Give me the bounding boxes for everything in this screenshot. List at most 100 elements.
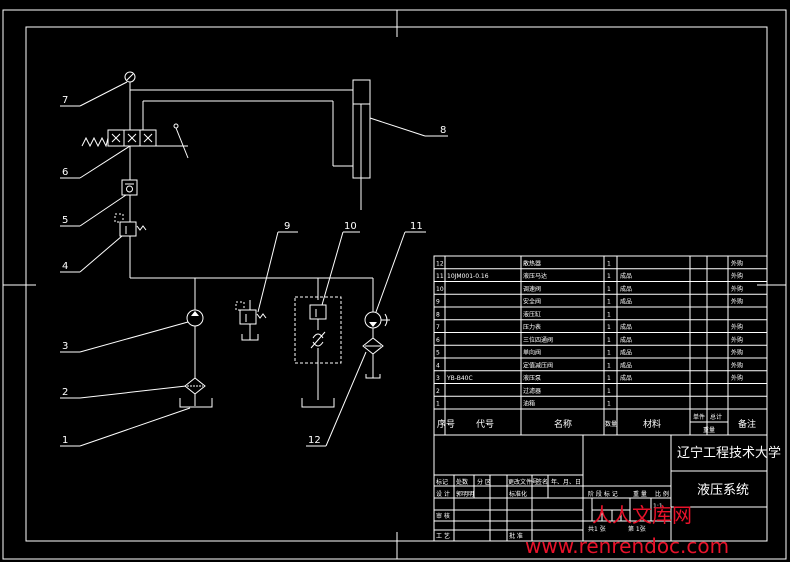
bom-cell-note: 外购 <box>731 285 743 293</box>
bom-cell-name: 压力表 <box>523 323 541 331</box>
bom-cell-qty: 1 <box>607 311 611 318</box>
designer-name: 郭明明 <box>456 490 474 498</box>
oil-tank <box>179 398 213 408</box>
bom-cell-name: 单向阀 <box>523 349 541 357</box>
leader-lines <box>60 81 448 447</box>
bom-cell-note: 外购 <box>731 361 743 369</box>
scale-value: 1:1 <box>653 503 663 510</box>
bom-cell-name: 调速阀 <box>523 285 541 293</box>
bom-cell-note: 外购 <box>731 298 743 306</box>
bom-cell-no: 1 <box>436 401 440 408</box>
bom-cell-qty: 1 <box>607 299 611 306</box>
spring-symbol <box>81 136 109 148</box>
bom-cell-note: 外购 <box>731 374 743 382</box>
bom-cell-material: 成品 <box>620 336 632 344</box>
callout-10: 10 <box>344 221 357 232</box>
bom-cell-material: 成品 <box>620 272 632 280</box>
bom-cell-no: 10 <box>436 286 444 293</box>
bom-cell-no: 7 <box>436 324 440 331</box>
bom-header-no: 序号 <box>437 418 455 430</box>
bom-cell-note: 外购 <box>731 323 743 331</box>
bom-cell-name: 安全阀 <box>523 298 541 306</box>
bom-cell-name: 散热器 <box>523 259 541 267</box>
bom-cell-name: 定值减压阀 <box>523 361 553 369</box>
drawing-title: 液压系统 <box>697 483 749 498</box>
bom-cell-qty: 1 <box>607 260 611 267</box>
bom-header-material: 材料 <box>643 418 661 430</box>
sheet-number: 第 1张 <box>628 525 646 533</box>
watermark-text: 人人文库网 <box>592 503 692 527</box>
directional-valve-right <box>139 129 157 147</box>
callout-5: 5 <box>62 215 68 226</box>
bom-cell-material: 成品 <box>620 285 632 293</box>
review-label: 审 核 <box>436 512 450 520</box>
bom-cell-name: 液压马达 <box>523 272 547 280</box>
callout-2: 2 <box>62 387 68 398</box>
bom-cell-no: 9 <box>436 299 440 306</box>
rev-count-label: 处数 <box>456 478 468 486</box>
bom-cell-no: 8 <box>436 311 440 318</box>
cooler <box>362 337 384 355</box>
bom-cell-note: 外购 <box>731 336 743 344</box>
bom-cell-code: 10JM001-0.16 <box>447 273 489 280</box>
filter <box>184 377 206 395</box>
callout-12: 12 <box>308 435 321 446</box>
bom-cell-no: 3 <box>436 375 440 382</box>
rev-sign-label: 签名 <box>536 478 548 486</box>
watermark-url: www.renrendoc.com <box>525 534 729 558</box>
bom-cell-code: YB-B40C <box>446 375 473 382</box>
bom-cell-no: 11 <box>436 273 444 280</box>
bom-cell-material: 成品 <box>620 349 632 357</box>
scale-label: 比 例 <box>655 490 669 498</box>
callout-8: 8 <box>440 125 446 136</box>
callout-3: 3 <box>62 341 68 352</box>
process-label: 工 艺 <box>436 532 450 540</box>
rev-date-label: 年、月、日 <box>551 478 581 486</box>
standardize-label: 标准化 <box>509 490 527 498</box>
bom-cell-qty: 1 <box>607 337 611 344</box>
bom-cell-name: 油箱 <box>523 400 535 408</box>
bom-cell-qty: 1 <box>607 375 611 382</box>
bom-cell-no: 4 <box>436 362 440 369</box>
bom-cell-no: 12 <box>436 260 444 267</box>
bom-cell-qty: 1 <box>607 362 611 369</box>
callout-numbers: 7 6 5 4 3 2 1 8 9 10 11 12 <box>62 95 446 446</box>
callout-7: 7 <box>62 95 68 106</box>
title-block: 标记 处数 分 区 更改文件号 签名 年、月、日 设 计 郭明明 标准化 阶 段… <box>433 434 781 542</box>
sheets-total: 共1 张 <box>588 525 606 533</box>
bom-cell-name: 液压缸 <box>523 310 541 318</box>
callout-11: 11 <box>410 221 423 232</box>
bom-cell-qty: 1 <box>607 273 611 280</box>
approve-label: 批 准 <box>509 532 523 540</box>
rev-zone-label: 分 区 <box>477 478 491 486</box>
rev-mark-label: 标记 <box>436 478 448 486</box>
bom-cell-qty: 1 <box>607 286 611 293</box>
weight-label: 重 量 <box>633 490 647 498</box>
bom-cell-qty: 1 <box>607 388 611 395</box>
bom-header-unit-weight: 单件 <box>693 413 705 421</box>
designer-label: 设 计 <box>436 490 450 498</box>
bom-cell-no: 2 <box>436 388 440 395</box>
bom-header-name: 名称 <box>554 418 572 430</box>
inner-frame <box>25 26 768 542</box>
bom-cell-material: 成品 <box>620 298 632 306</box>
bom-cell-note: 外购 <box>731 349 743 357</box>
pressure-reducing-valve <box>119 221 137 237</box>
bom-cell-note: 外购 <box>731 272 743 280</box>
bom-cell-name: 液压泵 <box>523 374 541 382</box>
bom-cell-material: 成品 <box>620 374 632 382</box>
bom-cell-no: 5 <box>436 350 440 357</box>
bom-cell-material: 成品 <box>620 361 632 369</box>
bom-header-qty: 数量 <box>605 420 617 428</box>
bom-header-weight: 重量 <box>703 426 715 434</box>
bom-cell-name: 三位四通阀 <box>523 336 553 344</box>
callout-4: 4 <box>62 261 68 272</box>
check-valve <box>121 179 138 196</box>
bom-header-code: 代号 <box>476 419 494 430</box>
outer-frame <box>2 9 787 560</box>
safety-valve <box>239 309 257 325</box>
school-name: 辽宁工程技术大学 <box>677 445 781 461</box>
rev-doc-label: 更改文件号 <box>508 478 538 486</box>
